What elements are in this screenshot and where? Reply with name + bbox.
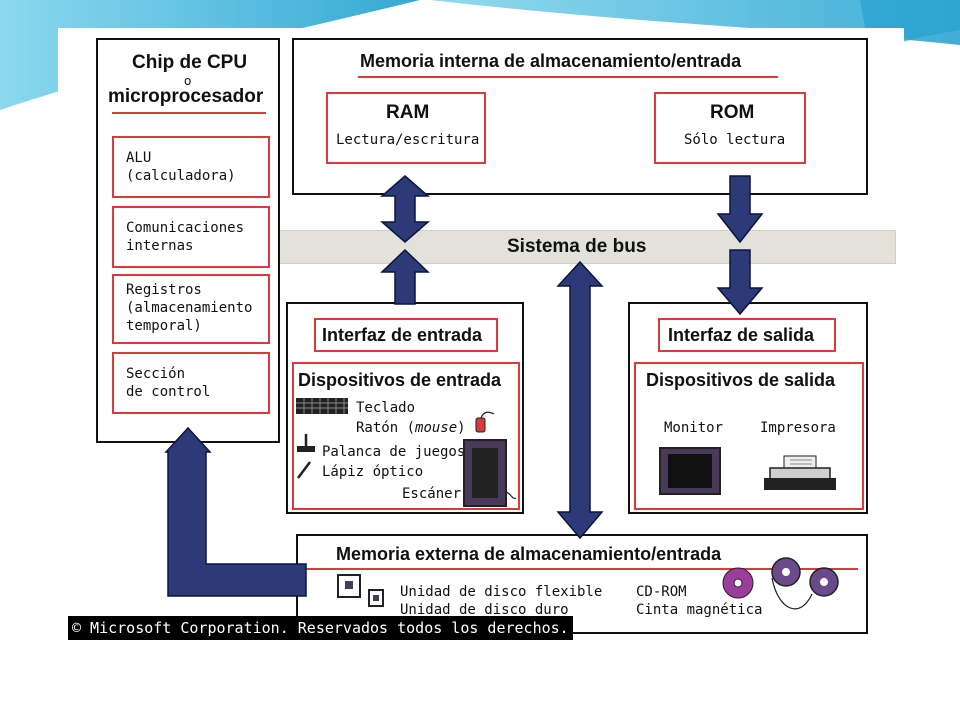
top-swoosh-right (430, 0, 960, 45)
input-interface-label-box: Interfaz de entrada (314, 318, 498, 352)
internal-memory-underline (358, 76, 778, 78)
printer-label: Impresora (760, 420, 836, 436)
rom-box: ROM Sólo lectura (654, 92, 806, 164)
cpu-item-communications-line1: Comunicaciones (126, 220, 245, 236)
cpu-item-registers-line2: (almacenamiento (126, 300, 253, 316)
cpu-title-or: o (184, 74, 192, 88)
mouse-label-prefix: Ratón ( (356, 420, 416, 436)
bus-label: Sistema de bus (507, 236, 647, 257)
cpu-item-registers-line3: temporal) (126, 318, 202, 334)
cpu-item-alu: ALU (calculadora) (112, 136, 270, 198)
ram-box: RAM Lectura/escritura (326, 92, 486, 164)
internal-memory-title: Memoria interna de almacenamiento/entrad… (360, 51, 742, 71)
cpu-chip: Chip de CPU o microprocesador ALU (calcu… (96, 38, 280, 443)
bus-bar: Sistema de bus (276, 230, 896, 264)
ram-desc: Lectura/escritura (336, 132, 480, 148)
monitor-label: Monitor (664, 420, 724, 436)
light-pen-label: Lápiz óptico (322, 464, 424, 480)
mouse-label: Ratón (mouse) (356, 420, 466, 436)
mouse-label-italic: mouse (415, 420, 458, 436)
internal-memory: Memoria interna de almacenamiento/entrad… (292, 38, 868, 195)
tape-label: Cinta magnética (636, 602, 763, 618)
rom-desc: Sólo lectura (684, 132, 786, 148)
cpu-item-registers: Registros (almacenamiento temporal) (112, 274, 270, 344)
input-interface: Interfaz de entrada Dispositivos de entr… (286, 302, 524, 514)
cpu-item-control: Sección de control (112, 352, 270, 414)
cpu-item-alu-line1: ALU (126, 150, 152, 166)
top-swoosh-left (0, 0, 420, 110)
output-interface-label-box: Interfaz de salida (658, 318, 836, 352)
cpu-item-communications: Comunicaciones internas (112, 206, 270, 268)
cpu-subtitle: microprocesador (108, 86, 264, 107)
output-devices-title: Dispositivos de salida (646, 370, 836, 390)
keyboard-label: Teclado (356, 400, 416, 416)
cpu-item-control-line2: de control (126, 384, 211, 400)
output-interface: Interfaz de salida Dispositivos de salid… (628, 302, 868, 514)
cpu-item-registers-line1: Registros (126, 282, 202, 298)
input-devices-box: Dispositivos de entrada Teclado Ratón (m… (292, 362, 520, 510)
cpu-item-communications-line2: internas (126, 238, 194, 254)
cpu-item-alu-line2: (calculadora) (126, 168, 236, 184)
hard-disk-label: Unidad de disco duro (400, 602, 569, 618)
cpu-title: Chip de CPU (132, 52, 248, 73)
floppy-label: Unidad de disco flexible (400, 584, 603, 600)
output-devices-box: Dispositivos de salida Monitor Impresora (634, 362, 864, 510)
copyright-notice: © Microsoft Corporation. Reservados todo… (68, 616, 573, 640)
joystick-label: Palanca de juegos (322, 444, 466, 460)
mouse-label-suffix: ) (457, 420, 466, 436)
cpu-title-underline (112, 112, 266, 114)
input-devices-title: Dispositivos de entrada (298, 370, 502, 390)
scanner-label: Escáner (402, 486, 462, 502)
external-memory-title: Memoria externa de almacenamiento/entrad… (336, 544, 722, 564)
external-memory-underline (306, 568, 858, 570)
rom-title: ROM (710, 102, 755, 123)
cdrom-label: CD-ROM (636, 584, 687, 600)
cpu-item-control-line1: Sección (126, 366, 186, 382)
input-interface-title: Interfaz de entrada (322, 325, 483, 345)
output-interface-title: Interfaz de salida (668, 325, 815, 345)
ram-title: RAM (386, 102, 430, 123)
